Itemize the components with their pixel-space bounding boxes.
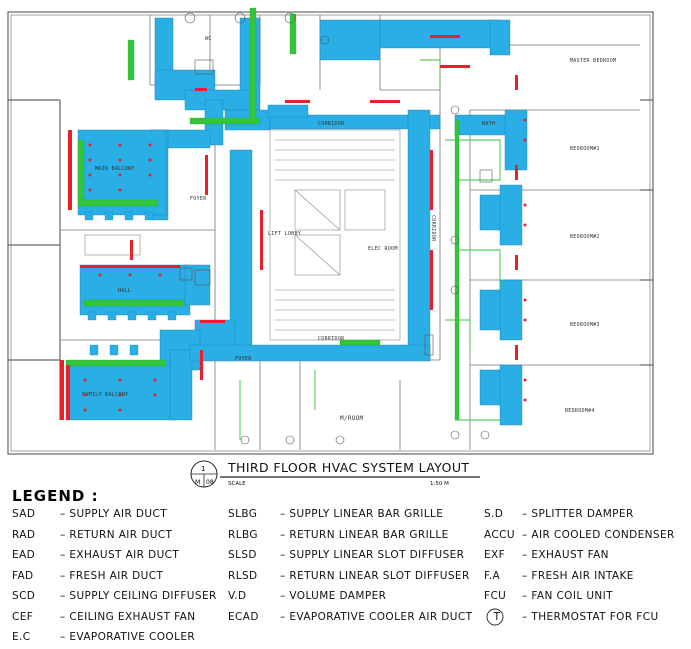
drawing-title: THIRD FLOOR HVAC SYSTEM LAYOUT (228, 460, 470, 475)
legend-desc: – VOLUME DAMPER (280, 590, 387, 602)
legend-desc: – SUPPLY AIR DUCT (60, 508, 168, 520)
legend-abbr: ACCU (484, 528, 515, 541)
drawing-title-block: 1 M 08 THIRD FLOOR HVAC SYSTEM LAYOUT SC… (180, 456, 480, 490)
legend-item: RLBG – RETURN LINEAR BAR GRILLE (228, 529, 449, 541)
legend-abbr: ECAD (228, 610, 259, 623)
legend-desc: – AIR COOLED CONDENSER (522, 528, 675, 541)
legend-item: F.A – FRESH AIR INTAKE (484, 570, 634, 582)
room-label-corridor-right: CORRIDOR (430, 215, 436, 242)
legend-desc: – SPLITTER DAMPER (522, 508, 634, 520)
legend-abbr: FCU (484, 590, 507, 602)
room-label-lift-lobby: LIFT LOBBY (268, 231, 301, 237)
legend-item: T – THERMOSTAT FOR FCU (484, 611, 659, 623)
legend-desc: – EVAPORATIVE COOLER AIR DUCT (280, 610, 473, 623)
room-label-wc: WC (205, 36, 212, 42)
legend-abbr: SLBG (228, 508, 258, 520)
legend-abbr: RAD (12, 528, 36, 541)
return-grilles (60, 35, 518, 420)
room-label-hall: HALL (118, 288, 131, 294)
room-label-master-bedroom: MASTER BEDROOM (570, 58, 616, 64)
legend-abbr: CEF (12, 610, 34, 623)
legend-abbr: S.D (484, 508, 504, 520)
legend-abbr: SAD (12, 508, 36, 520)
legend-desc: – SUPPLY LINEAR BAR GRILLE (280, 508, 444, 520)
legend-item: SLBG – SUPPLY LINEAR BAR GRILLE (228, 508, 443, 520)
legend-desc: – EVAPORATIVE COOLER (60, 631, 196, 643)
legend-desc: – SUPPLY CEILING DIFFUSER (60, 590, 217, 602)
room-label-elec-room: ELEC ROOM (368, 246, 398, 252)
legend-item: EXF – EXHAUST FAN (484, 549, 609, 561)
title-sheet-number: 08 (206, 479, 214, 486)
legend-item: RLSD – RETURN LINEAR SLOT DIFFUSER (228, 570, 470, 582)
exhaust-fans (179, 12, 493, 445)
legend-desc: – FRESH AIR DUCT (60, 569, 164, 582)
scale-label: SCALE (228, 481, 246, 487)
legend-abbr: SCD (12, 590, 36, 602)
scale-value: 1:50 M (430, 481, 449, 487)
room-label-bedroom-1: BEDROOM#1 (570, 146, 600, 152)
legend-abbr: SLSD (228, 549, 257, 561)
room-label-bath: BATH (482, 121, 495, 127)
legend-abbr: T (493, 610, 501, 623)
legend-item: SAD – SUPPLY AIR DUCT (12, 508, 167, 520)
legend-abbr: EXF (484, 549, 506, 561)
legend-desc: – CEILING EXHAUST FAN (60, 610, 196, 623)
room-label-bedroom-3: BEDROOM#3 (570, 322, 600, 328)
legend-item: CEF – CEILING EXHAUST FAN (12, 611, 195, 623)
legend-item: V.D – VOLUME DAMPER (228, 590, 386, 602)
hvac-floor-plan: WC MASTER BEDROOM CORRIDOR BATH BEDROOM#… (7, 7, 654, 455)
legend-abbr: F.A (484, 569, 501, 582)
fresh-air-ducts (65, 7, 460, 421)
legend-item: SLSD – SUPPLY LINEAR SLOT DIFFUSER (228, 549, 464, 561)
title-sheet-prefix: M (195, 479, 200, 486)
legend-item: S.D – SPLITTER DAMPER (484, 508, 634, 520)
legend-item: FCU – FAN COIL UNIT (484, 590, 613, 602)
thermostat-symbol-icon (486, 608, 504, 626)
supply-diffusers (84, 211, 177, 356)
fresh-air-branches (239, 59, 501, 440)
legend-item: ECAD – EVAPORATIVE COOLER AIR DUCT (228, 611, 472, 623)
room-label-corridor-top: CORRIDOR (318, 121, 345, 127)
legend-item: SCD – SUPPLY CEILING DIFFUSER (12, 590, 217, 602)
room-label-foyer-bottom: FOYER (235, 356, 252, 362)
legend-abbr: E.C (12, 631, 31, 643)
stair-lift-core (84, 129, 401, 341)
legend-desc: – SUPPLY LINEAR SLOT DIFFUSER (280, 549, 465, 561)
room-label-foyer-left: FOYER (190, 196, 207, 202)
room-label-corridor-bottom: CORRIDOR (318, 336, 345, 342)
title-symbol: 1 M 08 (190, 460, 480, 488)
legend-item: FAD – FRESH AIR DUCT (12, 570, 163, 582)
legend-abbr: EAD (12, 549, 36, 561)
diffuser-markers (83, 118, 527, 412)
legend-item: ACCU – AIR COOLED CONDENSER (484, 529, 675, 541)
legend-desc: – RETURN LINEAR SLOT DIFFUSER (280, 569, 470, 582)
room-label-bedroom-2: BEDROOM#2 (570, 234, 600, 240)
room-label-m-room: M/ROOM (340, 415, 364, 422)
legend-abbr: FAD (12, 569, 34, 582)
title-number: 1 (201, 465, 205, 473)
room-label-main-balcony: MAIN BALCONY (95, 166, 135, 172)
legend-desc: – RETURN AIR DUCT (60, 528, 173, 541)
legend-abbr: RLSD (228, 569, 258, 582)
legend-desc: – FAN COIL UNIT (522, 590, 613, 602)
legend-item: E.C – EVAPORATIVE COOLER (12, 631, 195, 643)
legend-item: EAD – EXHAUST AIR DUCT (12, 549, 179, 561)
legend-desc: – FRESH AIR INTAKE (522, 569, 634, 582)
room-labels: WC MASTER BEDROOM CORRIDOR BATH BEDROOM#… (82, 36, 616, 422)
room-label-family-balcony: FAMILY BALCONY (82, 392, 128, 398)
legend-abbr: RLBG (228, 528, 258, 541)
legend-desc: – EXHAUST FAN (522, 549, 609, 561)
legend-item: RAD – RETURN AIR DUCT (12, 529, 172, 541)
legend-desc: – THERMOSTAT FOR FCU (522, 610, 659, 623)
legend-heading: LEGEND : (12, 487, 99, 505)
room-label-bedroom-4: BEDROOM#4 (565, 408, 595, 414)
legend-desc: – RETURN LINEAR BAR GRILLE (280, 528, 449, 541)
legend-desc: – EXHAUST AIR DUCT (60, 549, 180, 561)
legend-abbr: V.D (228, 590, 247, 602)
